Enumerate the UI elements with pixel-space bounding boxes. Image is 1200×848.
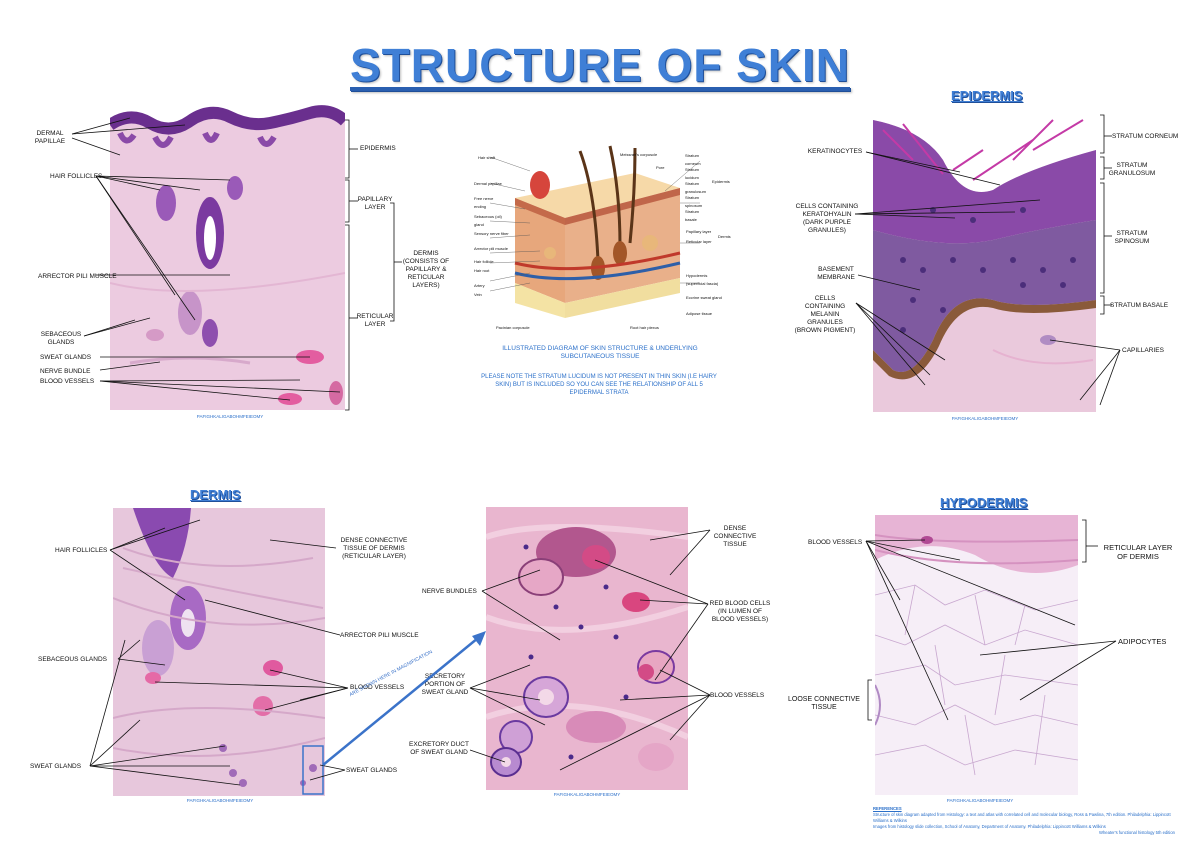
reference-item: Wheater's functional histology 5th editi…: [1099, 830, 1175, 835]
label-papillary-layer: PAPILLARY LAYER: [357, 196, 393, 211]
label-dermis-consists: DERMIS (CONSISTS OF PAPILLARY & RETICULA…: [402, 250, 450, 289]
label-keratinocytes: KERATINOCYTES: [807, 148, 863, 155]
diagram-label-right: Stratum spinosum: [685, 195, 703, 208]
diagram-label-right: Papillary layer: [686, 229, 712, 234]
label-reticular-dermis: RETICULAR LAYER OF DERMIS: [1103, 543, 1173, 561]
label-keratohyalin: CELLS CONTAINING KERATOHYALIN (DARK PURP…: [795, 203, 859, 234]
label-dermis-sweat-glands-right: SWEAT GLANDS: [346, 767, 398, 774]
references-title: REFERENCES: [873, 806, 902, 811]
diagram-label-right: Stratum lucidum: [685, 167, 700, 180]
label-secretory-portion: SECRETORY PORTION OF SWEAT GLAND: [421, 673, 469, 696]
diagram-label-left: Pacinian corpuscle: [496, 325, 530, 330]
dermis-micrograph: [113, 508, 325, 796]
label-dermal-papillae: DERMAL PAPILLAE: [34, 130, 66, 145]
label-nerve-bundles: NERVE BUNDLES: [422, 588, 477, 595]
diagram-label-right: Stratum corneum: [685, 153, 701, 166]
sweat-gland-micrograph: [486, 507, 688, 790]
diagram-label-right: Stratum basale: [685, 209, 700, 222]
skin-illustration: [470, 143, 725, 338]
label-excretory-duct: EXCRETORY DUCT OF SWEAT GLAND: [409, 741, 469, 756]
credit-panel3: PAFIGHKALIGABOHMFEIEOMY: [951, 416, 1019, 421]
references: REFERENCES Structure of skin diagram ada…: [873, 806, 1175, 836]
header-epidermis: EPIDERMIS: [951, 88, 1023, 103]
credit-panel5: PAFIGHKALIGABOHMFEIEOMY: [553, 792, 621, 797]
diagram-label-left: Dermal papillae: [474, 181, 502, 186]
label-dermis-hair-follicles: HAIR FOLLICLES: [55, 547, 108, 554]
label-hair-follicles: HAIR FOLLICLES: [50, 173, 103, 180]
label-dermis-arrector-pili: ARRECTOR PILI MUSCLE: [340, 632, 419, 639]
credit-panel1: PAFIGHKALIGABOHMFEIEOMY: [196, 414, 264, 419]
label-reticular-layer: RETICULAR LAYER: [356, 313, 394, 328]
header-hypodermis: HYPODERMIS: [940, 495, 1028, 510]
credit-panel6: PAFIGHKALIGABOHMFEIEOMY: [946, 798, 1014, 803]
label-loose-ct: LOOSE CONNECTIVE TISSUE: [788, 696, 860, 711]
skin-section-micrograph: [110, 103, 345, 410]
diagram-label-right: Stratum granulosum: [685, 181, 706, 194]
reference-item: Structure of skin diagram adapted from H…: [873, 812, 1171, 823]
label-adipocytes: ADIPOCYTES: [1118, 637, 1167, 646]
label-epidermis: EPIDERMIS: [360, 145, 396, 152]
diagram-label-left: Sebaceous (oil) gland: [474, 214, 502, 227]
diagram-label-left: Hair shaft: [478, 155, 496, 160]
epidermis-micrograph: [873, 110, 1096, 412]
label-stratum-corneum: STRATUM CORNEUM: [1112, 133, 1179, 140]
diagram-label-left: Sensory nerve fiber: [474, 231, 509, 236]
label-sweat-glands: SWEAT GLANDS: [40, 354, 92, 361]
diagram-label-right: Epidermis: [712, 179, 730, 184]
label-stratum-granulosum: STRATUM GRANULOSUM: [1108, 162, 1156, 177]
diagram-label-left: Vein: [474, 292, 482, 297]
label-dense-ct-dermis: DENSE CONNECTIVE TISSUE OF DERMIS (RETIC…: [340, 537, 408, 560]
label-basement-membrane: BASEMENT MEMBRANE: [817, 266, 855, 281]
diagram-label-right: Reticular layer: [686, 239, 712, 244]
page-title: STRUCTURE OF SKIN: [350, 39, 850, 91]
label-arrector-pili: ARRECTOR PILI MUSCLE: [38, 273, 117, 280]
label-nerve-bundle: NERVE BUNDLE: [40, 368, 91, 375]
diagram-label-right: Eccrine sweat gland: [686, 295, 722, 300]
label-blood-vessels: BLOOD VESSELS: [40, 378, 95, 385]
diagram-label-left: Free nerve ending: [474, 196, 494, 209]
label-dermis-sweat-glands: SWEAT GLANDS: [30, 763, 82, 770]
diagram-label-left: Arrector pili muscle: [474, 246, 509, 251]
diagram-label-right: Meissner's corpuscle: [620, 152, 658, 157]
label-mag-blood-vessels: BLOOD VESSELS: [710, 692, 765, 699]
diagram-label-right: Hypodermis (superficial fascia): [686, 273, 719, 286]
hypodermis-micrograph: [875, 515, 1078, 795]
diagram-caption: ILLUSTRATED DIAGRAM OF SKIN STRUCTURE & …: [502, 345, 698, 360]
label-melanin-cells: CELLS CONTAINING MELANIN GRANULES (BROWN…: [794, 295, 856, 334]
stratum-lucidum-note: PLEASE NOTE THE STRATUM LUCIDUM IS NOT P…: [481, 374, 717, 396]
label-stratum-basale: STRATUM BASALE: [1110, 302, 1169, 309]
label-dermis-sebaceous: SEBACEOUS GLANDS: [38, 656, 107, 663]
diagram-label-right: Pore: [656, 165, 665, 170]
label-hypo-blood-vessels: BLOOD VESSELS: [808, 539, 863, 546]
reference-item: Images from histology slide collection, …: [873, 824, 1106, 829]
diagram-label-left: Hair root: [474, 268, 490, 273]
diagram-label-right: Root hair plexus: [630, 325, 659, 330]
label-stratum-spinosum: STRATUM SPINOSUM: [1114, 230, 1150, 245]
label-capillaries: CAPILLARIES: [1122, 347, 1164, 354]
label-sebaceous: SEBACEOUS GLANDS: [40, 331, 82, 346]
diagram-label-right: Adipose tissue: [686, 311, 713, 316]
diagram-label-left: Hair follicle: [474, 259, 494, 264]
label-dense-ct: DENSE CONNECTIVE TISSUE: [713, 525, 757, 548]
label-red-blood-cells: RED BLOOD CELLS (IN LUMEN OF BLOOD VESSE…: [709, 600, 771, 623]
diagram-label-right: Dermis: [718, 234, 731, 239]
credit-panel4: PAFIGHKALIGABOHMFEIEOMY: [186, 798, 254, 803]
diagram-label-left: Artery: [474, 283, 485, 288]
header-dermis: DERMIS: [190, 487, 241, 502]
